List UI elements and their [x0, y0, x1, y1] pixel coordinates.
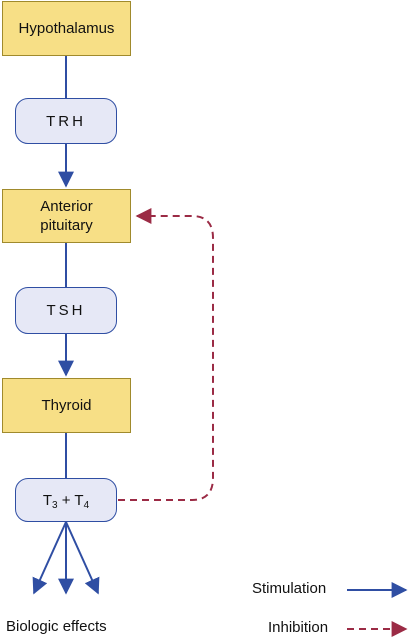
trh-node: TRH — [15, 98, 117, 144]
arrow-feedback-inhibition — [118, 208, 214, 501]
tsh-label: TSH — [46, 302, 86, 319]
thyroid-node: Thyroid — [2, 378, 131, 433]
hypothalamus-label: Hypothalamus — [18, 20, 115, 37]
anterior-pituitary-label-line2: pituitary — [40, 217, 93, 234]
anterior-pituitary-label-line1: Anterior — [40, 198, 93, 215]
hypothalamus-node: Hypothalamus — [2, 1, 131, 56]
anterior-pituitary-node: Anterior pituitary — [2, 189, 131, 243]
t3-t4-label: T3 + T4 — [42, 491, 90, 511]
t3-t4-node: T3 + T4 — [15, 478, 117, 522]
trh-label: TRH — [46, 112, 86, 130]
arrow-effect-right — [65, 521, 100, 595]
tsh-node: TSH — [15, 287, 117, 334]
legend-stimulation-label: Stimulation — [252, 580, 327, 597]
biologic-effects-label: Biologic effects — [6, 618, 107, 635]
arrow-effect-left — [32, 521, 67, 595]
thyroid-label: Thyroid — [41, 397, 92, 414]
legend-inhibition-label: Inhibition — [268, 619, 329, 636]
